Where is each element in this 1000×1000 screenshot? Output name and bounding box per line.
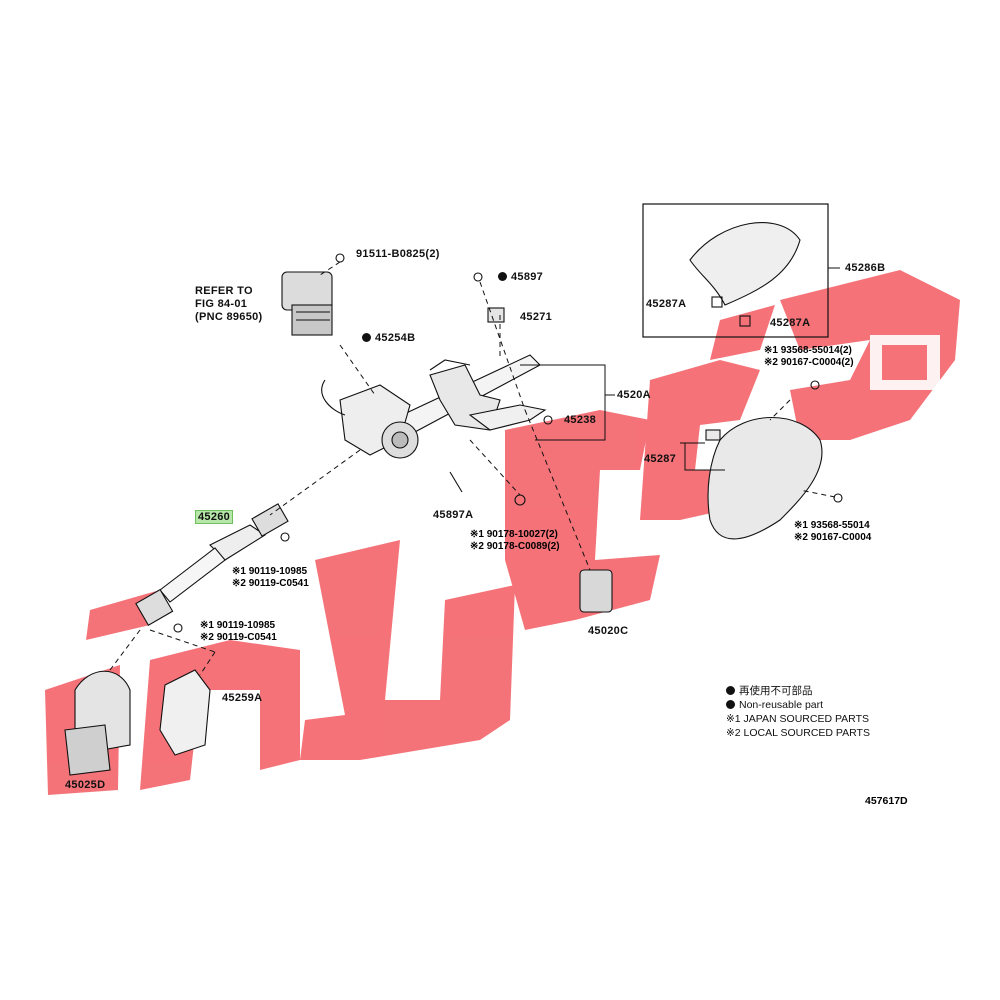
column-hole-cover	[64, 670, 131, 776]
callout-45286b: 45286B	[845, 262, 886, 274]
clip-45287a	[739, 315, 751, 327]
callout-45897a: 45897A	[433, 509, 474, 521]
callout-45254b: 45254B	[362, 332, 415, 345]
legend-row-4: ※2 LOCAL SOURCED PARTS	[726, 727, 870, 739]
steering-column-assembly	[321, 354, 547, 459]
bolt-icon	[335, 253, 345, 263]
callout-45287: 45287	[644, 453, 677, 465]
non-reusable-dot-icon	[726, 700, 735, 709]
bolt-icon	[173, 623, 183, 633]
legend-row-1: 再使用不可部品	[726, 684, 870, 698]
callout-45025d: 45025D	[65, 779, 106, 791]
non-reusable-dot-icon	[726, 686, 735, 695]
lower-column-cover	[707, 416, 823, 540]
callout-45271: 45271	[520, 311, 553, 323]
callout-45020c: 45020C	[588, 625, 629, 637]
diagram-reference-code: 457617D	[865, 795, 908, 807]
callout-45259a: 45259A	[222, 692, 263, 704]
callout-45287a-1: 45287A	[646, 298, 687, 310]
refer-line-1: REFER TO	[195, 285, 253, 297]
fastener-stack-4: ※1 90119-10985 ※2 90119-C0541	[232, 566, 309, 589]
refer-line-3: (PNC 89650)	[195, 311, 263, 323]
watermark-logo	[45, 270, 960, 795]
upper-column-cover	[689, 222, 801, 306]
clip-45287a	[711, 296, 723, 308]
bolt-45897a	[449, 471, 463, 493]
solid-leaders	[520, 267, 840, 471]
intermediate-shaft	[135, 503, 289, 627]
callout-91511: 91511-B0825(2)	[356, 248, 440, 260]
callout-45238: 45238	[564, 414, 597, 426]
callout-45260[interactable]: 45260	[195, 510, 234, 524]
fastener-stack-3: ※1 90178-10027(2) ※2 90178-C0089(2)	[470, 529, 560, 552]
motor-unit	[281, 271, 333, 336]
refer-line-2: FIG 84-01	[195, 298, 248, 310]
legend: 再使用不可部品 Non-reusable part ※1 JAPAN SOURC…	[726, 684, 870, 740]
clip-45287	[705, 429, 721, 441]
switch-45020c	[579, 569, 613, 613]
fastener-stack-1: ※1 93568-55014(2) ※2 90167-C0004(2)	[764, 345, 854, 368]
cover-45259a	[159, 669, 211, 756]
cover-group-box	[642, 203, 829, 338]
dashed-leaders	[109, 261, 836, 676]
bolt-icon	[473, 272, 483, 282]
non-reusable-dot-icon	[498, 272, 507, 281]
callout-45287a-2: 45287A	[770, 317, 811, 329]
bolt-icon	[810, 380, 820, 390]
legend-row-2: Non-reusable part	[726, 698, 870, 712]
fastener-stack-5: ※1 90119-10985 ※2 90119-C0541	[200, 620, 277, 643]
fastener-stack-2: ※1 93568-55014 ※2 90167-C0004	[794, 520, 872, 543]
callout-45897: 45897	[498, 271, 543, 284]
callout-4520a: 4520A	[617, 389, 651, 401]
bolt-icon	[833, 493, 843, 503]
non-reusable-dot-icon	[362, 333, 371, 342]
legend-row-3: ※1 JAPAN SOURCED PARTS	[726, 713, 869, 725]
bolt-icon	[543, 415, 553, 425]
bolt-icon	[280, 532, 290, 542]
